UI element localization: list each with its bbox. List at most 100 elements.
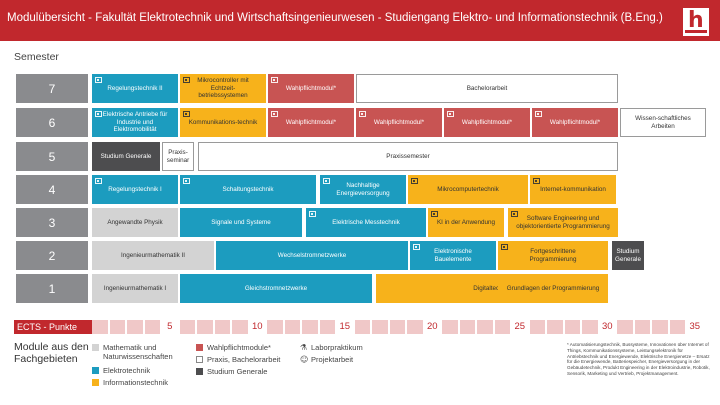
- module-label: Wahlpflichtmodul*: [373, 118, 425, 126]
- header-bar: Modulübersicht - Fakultät Elektrotechnik…: [0, 0, 720, 41]
- module-label: Software Engineering und objektorientier…: [516, 215, 610, 230]
- legend-label-mathematik-2: Naturwissenschaften: [103, 352, 173, 361]
- legend-swatch-mathematik: [92, 344, 99, 351]
- module-label: Wahlpflichtmodul*: [285, 118, 337, 126]
- ects-mark: 20: [426, 321, 438, 332]
- ects-mark: 35: [689, 321, 701, 332]
- semester-5-label: 5: [16, 142, 88, 171]
- module-label: Signale und Systeme: [211, 218, 271, 226]
- ects-cell: [354, 320, 370, 334]
- module-label: Mikrocomputertechnik: [437, 185, 499, 193]
- page-title: Modulübersicht - Fakultät Elektrotechnik…: [7, 12, 663, 24]
- ects-cell: [372, 320, 388, 334]
- module-label: Gleichstromnetzwerke: [244, 284, 308, 292]
- legend-label-wahlpflicht: Wahlpflichtmodule*: [207, 343, 271, 352]
- module-schaltungstechnik: Schaltungstechnik: [180, 175, 316, 204]
- module-label: Regelungstechnik I: [108, 185, 162, 193]
- module-wahlpflichtmodul: Wahlpflichtmodul*: [532, 108, 618, 137]
- flask-icon: ⚗: [300, 343, 308, 352]
- ects-cell: [617, 320, 633, 334]
- module-label: Wahlpflichtmodul*: [549, 118, 601, 126]
- legend-label-mathematik-1: Mathematik und: [103, 343, 157, 352]
- module-label: Mikrocontroller mit Echtzeit-betriebssys…: [197, 77, 249, 100]
- ects-cell: [302, 320, 318, 334]
- module-label: Schaltungstechnik: [222, 185, 274, 193]
- lab-icon: [535, 111, 542, 117]
- ects-cell: [407, 320, 423, 334]
- module-mikrocomputertechnik: Mikrocomputertechnik: [408, 175, 528, 204]
- ects-cell: [389, 320, 405, 334]
- module-label: Praxissemester: [386, 152, 430, 160]
- lab-icon: [359, 111, 366, 117]
- ects-cell: [144, 320, 160, 334]
- module-ingenieurmathematik-i: Ingenieurmathematik I: [92, 274, 178, 303]
- semester-1-label: 1: [16, 274, 88, 303]
- legend-swatch-informationstechnik: [92, 379, 99, 386]
- module-label: Elektrische Messtechnik: [332, 218, 400, 226]
- module-regelungstechnik-i: Regelungstechnik I: [92, 175, 178, 204]
- ects-cell: [109, 320, 125, 334]
- semester-7-label: 7: [16, 74, 88, 103]
- module-label: Kommunikations-technik: [188, 118, 258, 126]
- module-label: Elektronische Bauelemente: [434, 248, 472, 263]
- lab-icon: [431, 211, 438, 217]
- module-label: Praxis-seminar: [166, 149, 190, 164]
- module-gleichstromnetzwerke: Gleichstromnetzwerke: [180, 274, 372, 303]
- lab-icon: [447, 111, 454, 117]
- ects-cell: [494, 320, 510, 334]
- module-ingenieurmathematik-ii: Ingenieurmathematik II: [92, 241, 214, 270]
- lab-icon: [183, 178, 190, 184]
- module-label: Ingenieurmathematik II: [120, 251, 186, 259]
- ects-cell: [284, 320, 300, 334]
- legend-label-studium: Studium Generale: [207, 367, 268, 376]
- lab-icon: [271, 77, 278, 83]
- module-elektrische-messtechnik: Elektrische Messtechnik: [306, 208, 426, 237]
- module-wahlpflichtmodul: Wahlpflichtmodul*: [444, 108, 530, 137]
- logo-bar: [685, 30, 707, 33]
- ects-cell: [652, 320, 668, 334]
- module-software-engineering-und-objektorientierte-programmierung: Software Engineering und objektorientier…: [508, 208, 618, 237]
- module-wissen-schaftliches-arbeiten: Wissen-schaftliches Arbeiten: [620, 108, 706, 137]
- semester-6-label: 6: [16, 108, 88, 137]
- ects-mark: 5: [167, 321, 173, 332]
- module-bachelorarbeit: Bachelorarbeit: [356, 74, 618, 103]
- legend-swatch-elektrotechnik: [92, 367, 99, 374]
- ects-mark: 30: [601, 321, 613, 332]
- ects-cell: [197, 320, 213, 334]
- ects-cell: [477, 320, 493, 334]
- ects-cell: [127, 320, 143, 334]
- module-label: Studium Generale: [615, 248, 641, 263]
- ects-cell: [442, 320, 458, 334]
- lab-icon: [323, 178, 330, 184]
- ects-cell: [232, 320, 248, 334]
- module-label: Internet-kommunikation: [540, 185, 606, 193]
- module-label: Grundlagen der Programmierung: [506, 284, 600, 292]
- ects-cell: [459, 320, 475, 334]
- module-wahlpflichtmodul: Wahlpflichtmodul*: [356, 108, 442, 137]
- footnote: * Automatisierungstechnik, Bussysteme, I…: [567, 342, 710, 376]
- legend-title-line2: Fachgebieten: [14, 353, 78, 365]
- module-label: KI in der Anwendung: [436, 218, 496, 226]
- legend-title-line1: Module aus den: [14, 341, 89, 353]
- module-label: Nachhaltige Energieversorgung: [336, 182, 390, 197]
- ects-mark: 25: [514, 321, 526, 332]
- module-internet-kommunikation: Internet-kommunikation: [530, 175, 616, 204]
- module-label: Angewandte Physik: [107, 218, 163, 226]
- legend-label-praxis: Praxis, Bachelorarbeit: [207, 355, 281, 364]
- ects-cell: [92, 320, 108, 334]
- module-label: Digitaltechnik: [473, 284, 511, 292]
- lab-icon: [183, 111, 190, 117]
- ects-mark: 15: [339, 321, 351, 332]
- ects-mark: 10: [251, 321, 263, 332]
- module-label: Studium Generale: [100, 152, 152, 160]
- ects-cell: [214, 320, 230, 334]
- ects-cell: [564, 320, 580, 334]
- lab-icon: [411, 178, 418, 184]
- module-elektrische-antriebe-für-industrie-und-elektromobilität: Elektrische Antriebe für Industrie und E…: [92, 108, 178, 137]
- module-regelungstechnik-ii: Regelungstechnik II: [92, 74, 178, 103]
- lab-icon: [413, 244, 420, 250]
- module-label: Fortgeschrittene Programmierung: [529, 248, 577, 263]
- ects-cell: [582, 320, 598, 334]
- module-label: Bachelorarbeit: [466, 84, 508, 92]
- module-praxis-seminar: Praxis-seminar: [162, 142, 194, 171]
